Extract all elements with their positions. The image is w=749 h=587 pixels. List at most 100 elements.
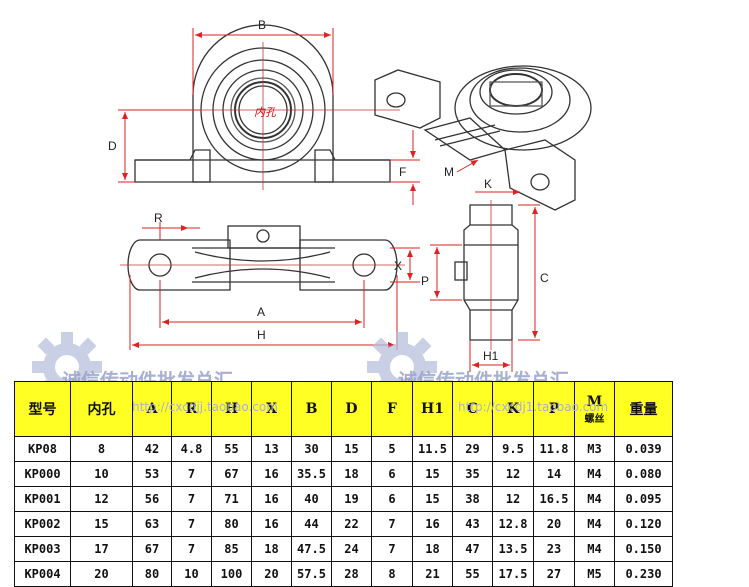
column-header: 内孔: [70, 381, 133, 437]
table-cell: 12: [70, 486, 133, 512]
table-cell: 0.150: [614, 536, 673, 562]
table-cell: 22: [331, 511, 372, 537]
dim-label-b: B: [258, 18, 266, 32]
table-cell: 38: [452, 486, 493, 512]
dim-d: [118, 109, 200, 183]
dim-label-m: M: [444, 165, 454, 179]
column-header-label: H1: [421, 401, 444, 417]
table-cell: 0.095: [614, 486, 673, 512]
table-cell: KP003: [14, 536, 71, 562]
table-cell: 35.5: [291, 461, 332, 487]
column-header: D: [331, 381, 372, 437]
side-view: [454, 200, 519, 350]
table-cell: 14: [533, 461, 575, 487]
table-cell: 30: [291, 436, 332, 462]
table-cell: 16: [412, 511, 453, 537]
column-header: A: [132, 381, 172, 437]
dim-label-f: F: [399, 165, 406, 179]
table-cell: 80: [211, 511, 252, 537]
table-cell: 12: [492, 461, 534, 487]
column-header-label: X: [266, 401, 277, 417]
table-cell: 67: [132, 536, 172, 562]
bore-label: 内孔: [254, 106, 277, 119]
technical-drawing: 内孔 B D F M K: [108, 18, 592, 372]
table-cell: KP004: [14, 561, 71, 587]
dim-label-r: R: [154, 211, 163, 225]
table-cell: M5: [574, 561, 615, 587]
column-header: B: [291, 381, 332, 437]
dim-c: [518, 204, 540, 341]
dim-f: [390, 130, 420, 205]
table-cell: KP002: [14, 511, 71, 537]
table-cell: 56: [132, 486, 172, 512]
table-cell: 40: [291, 486, 332, 512]
table-cell: 43: [452, 511, 493, 537]
table-cell: 0.039: [614, 436, 673, 462]
table-cell: 67: [211, 461, 252, 487]
table-cell: 7: [171, 461, 212, 487]
column-header-label: 型号: [28, 402, 57, 418]
table-cell: 10: [70, 461, 133, 487]
table-cell: 24: [331, 536, 372, 562]
table-cell: 55: [452, 561, 493, 587]
dim-label-d: D: [108, 139, 117, 153]
table-cell: 11.8: [533, 436, 575, 462]
column-header-label: C: [466, 401, 479, 417]
table-cell: 20: [533, 511, 575, 537]
table-cell: 55: [211, 436, 252, 462]
column-header-sublabel: 螺丝: [584, 413, 605, 425]
table-cell: 85: [211, 536, 252, 562]
top-view: [120, 225, 405, 291]
table-cell: 7: [371, 536, 413, 562]
table-cell: 18: [251, 536, 292, 562]
dim-label-c: C: [540, 271, 549, 285]
table-cell: 4.8: [171, 436, 212, 462]
table-cell: M4: [574, 536, 615, 562]
dim-r: [142, 222, 200, 240]
table-cell: 20: [70, 561, 133, 587]
column-header: 重量: [614, 381, 673, 437]
dim-p: [430, 244, 462, 301]
table-cell: 15: [70, 511, 133, 537]
table-cell: M4: [574, 486, 615, 512]
table-cell: 35: [452, 461, 493, 487]
column-header: R: [171, 381, 212, 437]
column-header: P: [533, 381, 575, 437]
table-cell: 53: [132, 461, 172, 487]
dim-label-p: P: [421, 274, 429, 288]
isometric-view: [374, 65, 592, 211]
dim-a: [159, 280, 365, 328]
table-cell: 17: [70, 536, 133, 562]
table-cell: 9.5: [492, 436, 534, 462]
table-cell: M4: [574, 461, 615, 487]
table-cell: 16: [251, 461, 292, 487]
table-cell: 15: [412, 486, 453, 512]
table-cell: 13.5: [492, 536, 534, 562]
table-cell: 15: [331, 436, 372, 462]
dim-m-leader: [456, 159, 479, 173]
table-cell: 5: [371, 436, 413, 462]
table-cell: 6: [371, 486, 413, 512]
table-cell: 8: [371, 561, 413, 587]
table-cell: 18: [331, 461, 372, 487]
table-cell: 12: [492, 486, 534, 512]
dim-b: [192, 28, 334, 95]
table-cell: 15: [412, 461, 453, 487]
dim-label-k: K: [484, 177, 492, 191]
column-header-label: P: [548, 401, 560, 417]
table-cell: KP08: [14, 436, 71, 462]
table-cell: 63: [132, 511, 172, 537]
table-cell: 27: [533, 561, 575, 587]
table-cell: 29: [452, 436, 493, 462]
table-cell: 16: [251, 486, 292, 512]
dim-label-h: H: [257, 328, 266, 342]
column-header-label: A: [146, 401, 158, 417]
column-header: H1: [412, 381, 453, 437]
watermark-url-left: http://cxcdjj.taobao.com: [132, 400, 278, 414]
